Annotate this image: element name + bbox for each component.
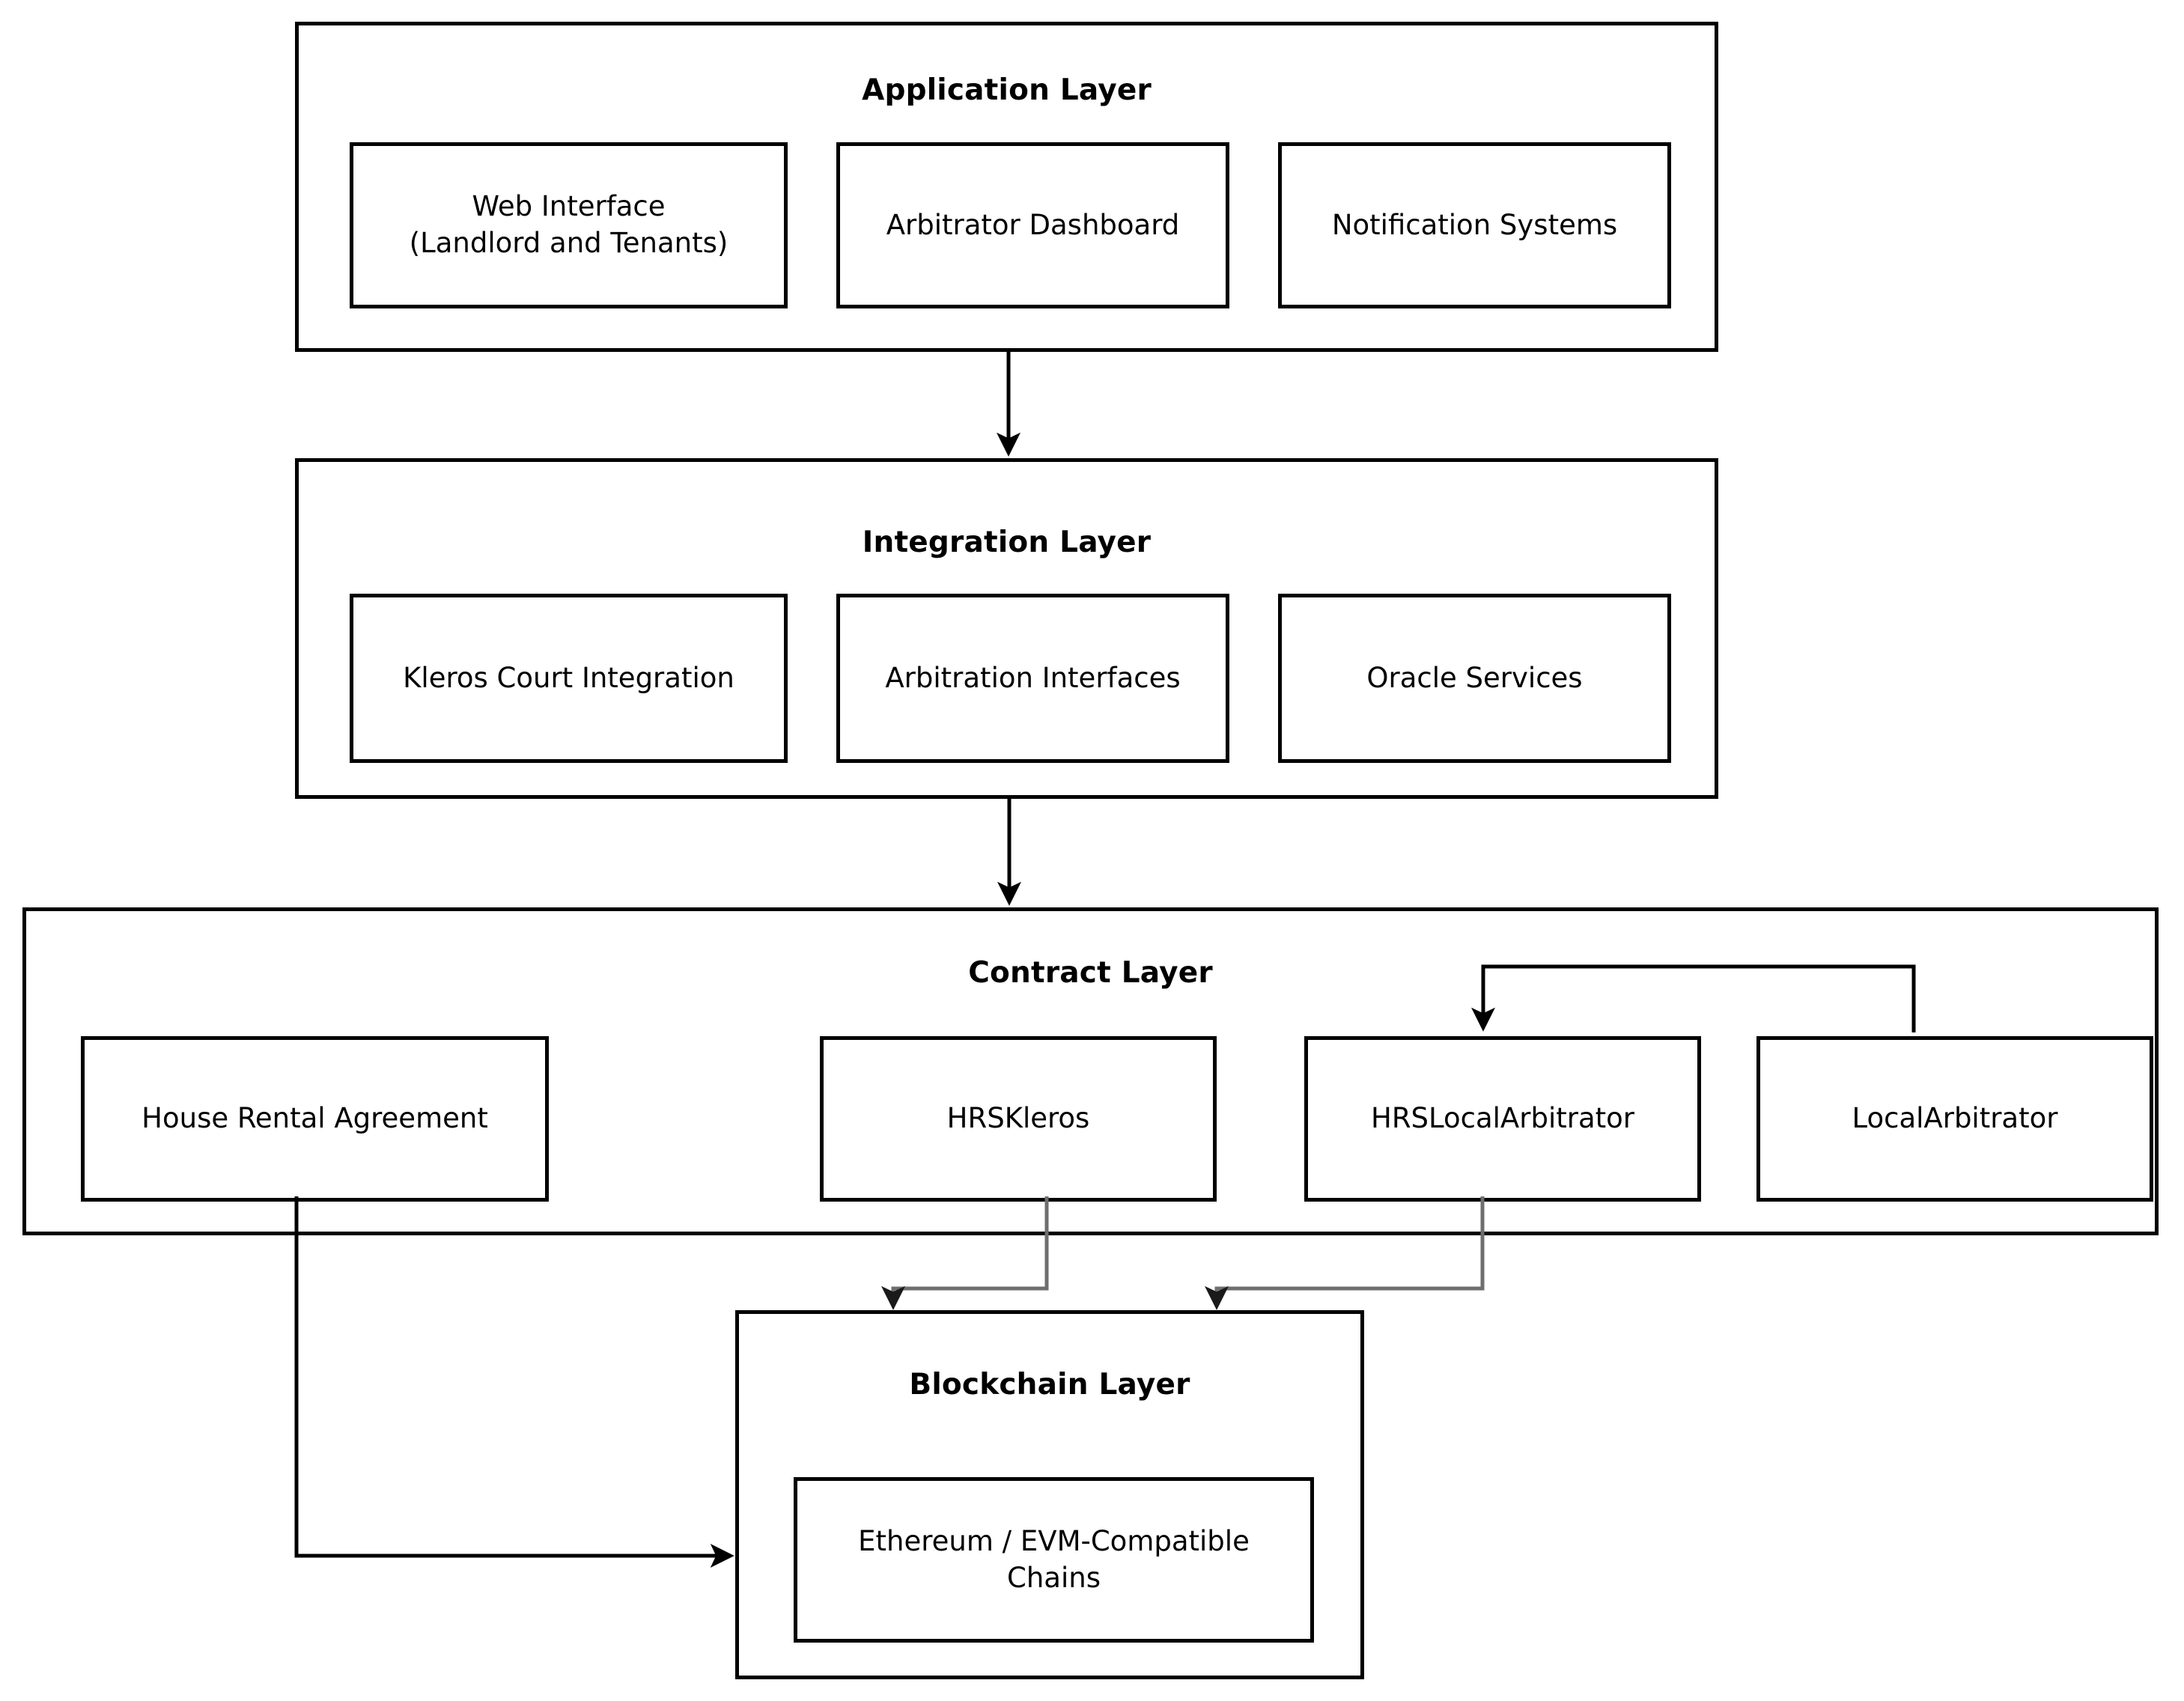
contract-layer-container: Contract Layer House Rental Agreement HR… — [22, 907, 2159, 1235]
node-ethereum-evm-chains[interactable]: Ethereum / EVM-Compatible Chains — [794, 1477, 1314, 1643]
node-kleros-court-integration-label: Kleros Court Integration — [403, 661, 734, 694]
contract-layer-title: Contract Layer — [968, 956, 1213, 990]
application-layer-container: Application Layer Web Interface (Landlor… — [295, 22, 1718, 352]
integration-layer-title: Integration Layer — [862, 526, 1152, 559]
node-notification-systems[interactable]: Notification Systems — [1278, 142, 1671, 308]
application-layer-title: Application Layer — [862, 73, 1152, 107]
node-kleros-court-integration[interactable]: Kleros Court Integration — [350, 594, 788, 763]
connector-house-rental-agreement-to-blockchain — [294, 1196, 734, 1568]
integration-layer-container: Integration Layer Kleros Court Integrati… — [295, 458, 1718, 799]
node-arbitrator-dashboard-label: Arbitrator Dashboard — [886, 208, 1180, 241]
node-arbitrator-dashboard[interactable]: Arbitrator Dashboard — [836, 142, 1229, 308]
node-notification-systems-label: Notification Systems — [1331, 208, 1618, 241]
node-hrskleros-label: HRSKleros — [946, 1102, 1090, 1135]
blockchain-layer-title: Blockchain Layer — [909, 1368, 1190, 1402]
node-hrskleros[interactable]: HRSKleros — [820, 1036, 1217, 1202]
node-ethereum-evm-chains-label: Ethereum / EVM-Compatible Chains — [858, 1524, 1250, 1594]
node-arbitration-interfaces-label: Arbitration Interfaces — [885, 661, 1181, 694]
node-web-interface[interactable]: Web Interface (Landlord and Tenants) — [350, 142, 788, 308]
node-localarbitrator[interactable]: LocalArbitrator — [1756, 1036, 2153, 1202]
node-hrslocalarbitrator-label: HRSLocalArbitrator — [1371, 1102, 1634, 1135]
node-hrslocalarbitrator[interactable]: HRSLocalArbitrator — [1304, 1036, 1701, 1202]
node-house-rental-agreement[interactable]: House Rental Agreement — [81, 1036, 549, 1202]
node-arbitration-interfaces[interactable]: Arbitration Interfaces — [836, 594, 1229, 763]
node-localarbitrator-label: LocalArbitrator — [1852, 1102, 2058, 1135]
node-oracle-services[interactable]: Oracle Services — [1278, 594, 1671, 763]
blockchain-layer-container: Blockchain Layer Ethereum / EVM-Compatib… — [735, 1310, 1364, 1679]
node-house-rental-agreement-label: House Rental Agreement — [142, 1102, 488, 1135]
node-web-interface-label: Web Interface (Landlord and Tenants) — [409, 190, 728, 259]
node-oracle-services-label: Oracle Services — [1366, 661, 1583, 694]
